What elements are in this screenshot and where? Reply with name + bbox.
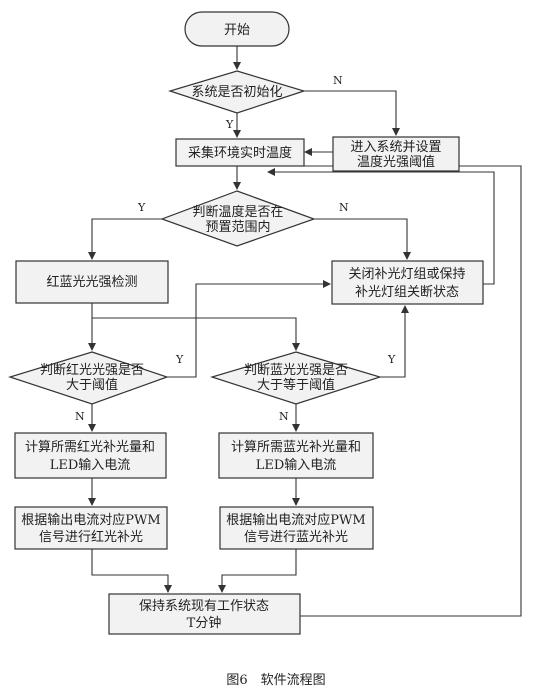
blue-pwm-line1: 根据输出电流对应PWM xyxy=(226,512,365,528)
connectors xyxy=(88,46,522,617)
red-pwm-node: 根据输出电流对应PWM 信号进行红光补光 xyxy=(14,506,168,550)
blue-pwm-line2: 信号进行蓝光补光 xyxy=(244,530,348,545)
blue-check-line1: 判断蓝光光强是否 xyxy=(244,363,348,378)
red-check-line1: 判断红光光强是否 xyxy=(40,362,144,378)
red-pwm-line2: 信号进行红光补光 xyxy=(39,529,143,545)
edge-label-red-no: N xyxy=(75,410,85,423)
temp-check-node: 判断温度是否在 预置范围内 xyxy=(160,190,316,247)
temp-check-line1: 判断温度是否在 xyxy=(192,204,283,220)
init-check-label: 系统是否初始化 xyxy=(191,85,282,100)
lights-off-line1: 关闭补光灯组或保持 xyxy=(348,267,465,282)
blue-calc-line1: 计算所需蓝光补光量和 xyxy=(231,440,361,455)
init-setup-line2: 温度光强阈值 xyxy=(357,154,435,170)
rb-detect-node: 红蓝光光强检测 xyxy=(15,260,169,304)
edge-label-temp-no: N xyxy=(339,201,349,214)
red-calc-node: 计算所需红光补光量和 LED输入电流 xyxy=(14,432,167,479)
start-label: 开始 xyxy=(224,23,250,38)
collect-temp-node: 采集环境实时温度 xyxy=(175,138,305,167)
red-check-line2: 大于阈值 xyxy=(66,377,118,393)
red-check-node: 判断红光光强是否 大于阈值 xyxy=(8,351,169,405)
init-check-node: 系统是否初始化 xyxy=(167,70,307,114)
edge-label-temp-yes: Y xyxy=(137,201,146,214)
init-setup-node: 进入系统并设置 温度光强阈值 xyxy=(332,136,460,172)
red-pwm-line1: 根据输出电流对应PWM xyxy=(21,512,160,528)
red-calc-line2: LED输入电流 xyxy=(50,457,131,473)
hold-node: 保持系统现有工作状态 T分钟 xyxy=(108,593,301,635)
blue-calc-line2: LED输入电流 xyxy=(256,457,337,473)
blue-check-line2: 大于等于阈值 xyxy=(257,377,335,393)
edge-label-blue-yes: Y xyxy=(387,353,396,366)
collect-temp-label: 采集环境实时温度 xyxy=(188,145,292,161)
blue-check-node: 判断蓝光光强是否 大于等于阈值 xyxy=(209,351,383,405)
rb-detect-label: 红蓝光光强检测 xyxy=(46,274,137,290)
start-node: 开始 xyxy=(184,11,290,47)
blue-pwm-node: 根据输出电流对应PWM 信号进行蓝光补光 xyxy=(219,506,374,550)
red-calc-line1: 计算所需红光补光量和 xyxy=(25,439,155,455)
edge-label-blue-no: N xyxy=(279,410,289,423)
edge-label-init-yes: Y xyxy=(225,118,234,131)
hold-line1: 保持系统现有工作状态 xyxy=(139,599,269,614)
blue-calc-node: 计算所需蓝光补光量和 LED输入电流 xyxy=(218,432,374,479)
edge-label-init-no: N xyxy=(333,74,343,87)
lights-off-node: 关闭补光灯组或保持 补光灯组关断状态 xyxy=(331,260,484,305)
hold-line2: T分钟 xyxy=(187,615,222,631)
init-setup-line1: 进入系统并设置 xyxy=(350,140,441,155)
edge-label-red-yes: Y xyxy=(175,353,184,366)
lights-off-line2: 补光灯组关断状态 xyxy=(355,285,459,300)
figure-caption: 图6 软件流程图 xyxy=(226,673,325,688)
temp-check-line2: 预置范围内 xyxy=(205,219,270,235)
